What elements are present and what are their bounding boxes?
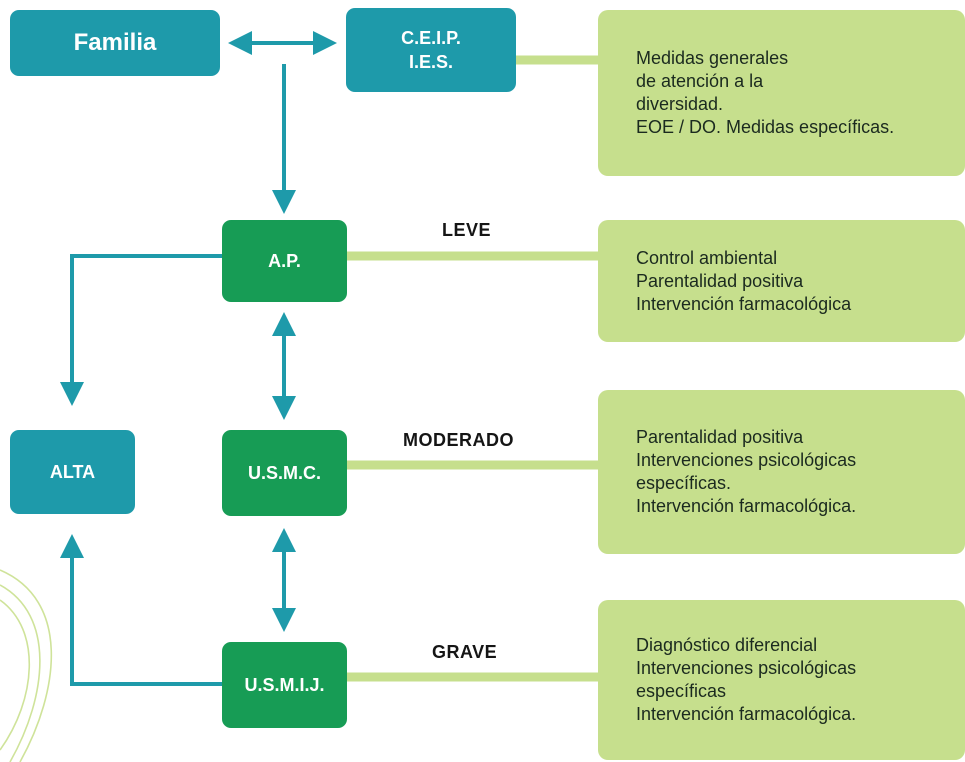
severity-moderado: MODERADO: [403, 430, 514, 450]
note-usmij: Diagnóstico diferencial Intervenciones p…: [598, 600, 965, 760]
arrow-ap-alta: [60, 254, 222, 406]
note-ap-text: Control ambiental Parentalidad positiva …: [636, 247, 852, 314]
note-ceip-text: Medidas generales de atención a la diver…: [636, 48, 895, 137]
severity-leve: LEVE: [442, 220, 492, 240]
note-usmc-text: Parentalidad positiva Intervenciones psi…: [636, 427, 857, 516]
node-usmij-label: U.S.M.I.J.: [244, 674, 325, 695]
arrow-usmij-alta: [60, 534, 222, 686]
node-ceip-label: C.E.I.P.: [401, 28, 461, 48]
node-ies-label: I.E.S.: [408, 52, 453, 72]
note-usmij-text: Diagnóstico diferencial Intervenciones p…: [636, 635, 857, 724]
node-alta: ALTA: [10, 430, 135, 514]
node-familia: Familia: [10, 10, 220, 76]
node-ceip-ies: C.E.I.P. I.E.S.: [346, 8, 516, 92]
node-usmc: U.S.M.C.: [222, 430, 347, 516]
node-ap-label: A.P.: [268, 250, 301, 271]
severity-grave: GRAVE: [432, 642, 498, 662]
note-usmc: Parentalidad positiva Intervenciones psi…: [598, 390, 965, 554]
note-ceip: Medidas generales de atención a la diver…: [598, 10, 965, 176]
node-usmc-label: U.S.M.C.: [247, 462, 321, 483]
node-alta-label: ALTA: [49, 461, 96, 482]
node-usmij: U.S.M.I.J.: [222, 642, 347, 728]
node-ap: A.P.: [222, 220, 347, 302]
decorative-curves: [0, 569, 53, 762]
note-ap: Control ambiental Parentalidad positiva …: [598, 220, 965, 342]
node-familia-label: Familia: [73, 29, 157, 56]
